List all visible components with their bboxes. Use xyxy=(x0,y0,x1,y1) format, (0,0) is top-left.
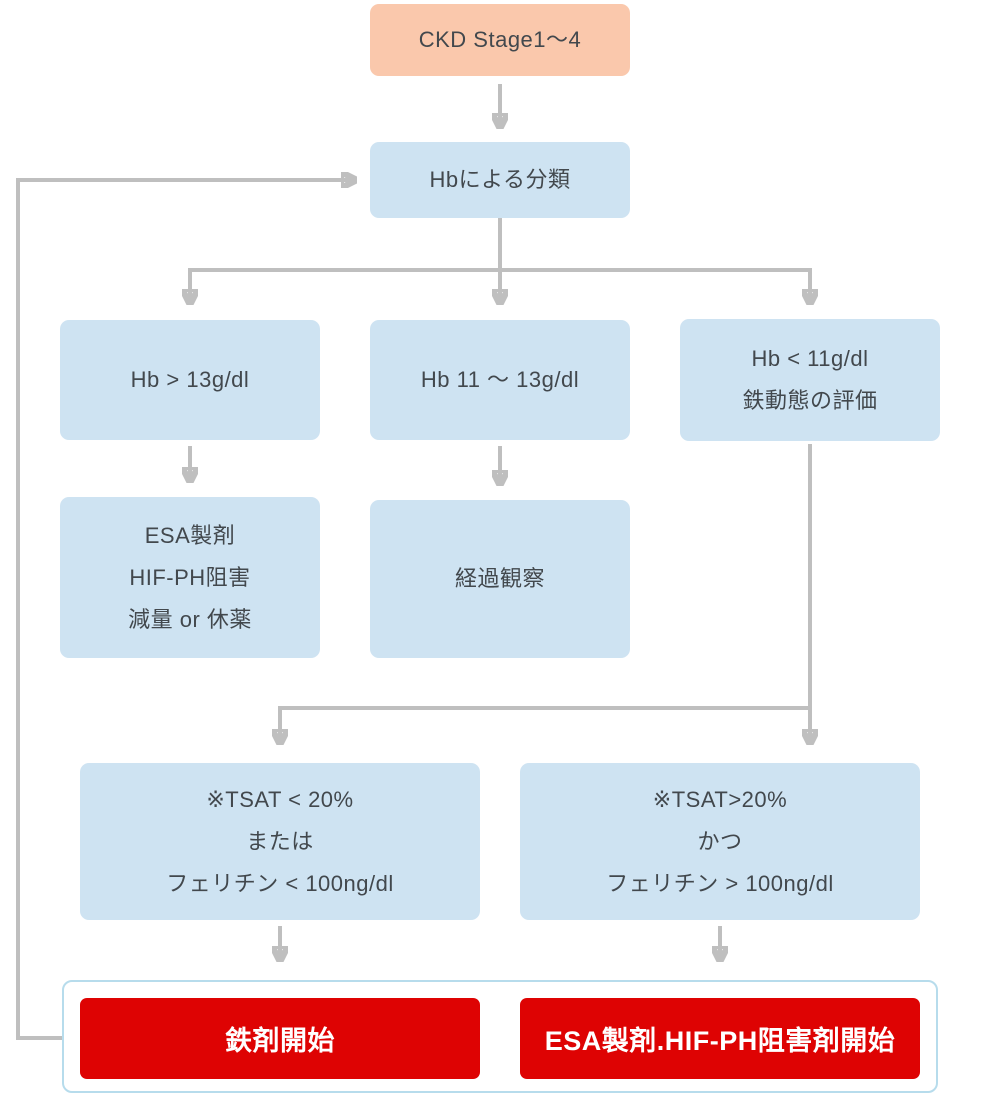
node-hb-over-13: Hb > 13g/dl xyxy=(60,320,320,440)
node-tsat-over-20: ※TSAT>20% かつ フェリチン > 100ng/dl xyxy=(520,763,920,920)
node-ckd-stage: CKD Stage1〜4 xyxy=(370,4,630,76)
node-observation-label: 経過観察 xyxy=(454,566,545,591)
node-iron-start-label: 鉄剤開始 xyxy=(225,1026,335,1056)
node-tsat-over-20-line1: ※TSAT>20% xyxy=(652,786,788,812)
node-tsat-under-20: ※TSAT < 20% または フェリチン < 100ng/dl xyxy=(80,763,480,920)
node-esa-reduce-line1: ESA製剤 xyxy=(144,522,236,548)
node-tsat-over-20-line2: かつ xyxy=(697,828,743,854)
node-hb-under-11: Hb < 11g/dl 鉄動態の評価 xyxy=(680,319,940,441)
node-observation: 経過観察 xyxy=(370,500,630,658)
node-iron-start: 鉄剤開始 xyxy=(80,998,480,1079)
node-esa-start-label: ESA製剤.HIF-PH阻害剤開始 xyxy=(544,1026,896,1056)
node-hb-11-to-13-label: Hb 11 〜 13g/dl xyxy=(420,367,580,392)
node-esa-reduce-line3: 減量 or 休薬 xyxy=(128,606,252,632)
node-hb-classification: Hbによる分類 xyxy=(370,142,630,218)
feedback-loop-arrow xyxy=(16,180,352,1040)
node-hb-11-to-13: Hb 11 〜 13g/dl xyxy=(370,320,630,440)
node-hb-under-11-line1: Hb < 11g/dl xyxy=(751,346,869,371)
node-hb-under-11-line2: 鉄動態の評価 xyxy=(742,388,878,413)
node-ckd-stage-label: CKD Stage1〜4 xyxy=(418,27,582,52)
node-hb-over-13-label: Hb > 13g/dl xyxy=(130,367,250,392)
node-esa-start: ESA製剤.HIF-PH阻害剤開始 xyxy=(520,998,920,1079)
node-tsat-under-20-line3: フェリチン < 100ng/dl xyxy=(166,870,394,896)
node-esa-reduce-line2: HIF-PH阻害 xyxy=(129,564,251,590)
node-esa-reduce: ESA製剤 HIF-PH阻害 減量 or 休薬 xyxy=(60,497,320,658)
node-tsat-under-20-line1: ※TSAT < 20% xyxy=(206,786,354,812)
node-hb-classification-label: Hbによる分類 xyxy=(429,167,571,192)
node-tsat-over-20-line3: フェリチン > 100ng/dl xyxy=(606,870,834,896)
node-tsat-under-20-line2: または xyxy=(246,828,314,854)
